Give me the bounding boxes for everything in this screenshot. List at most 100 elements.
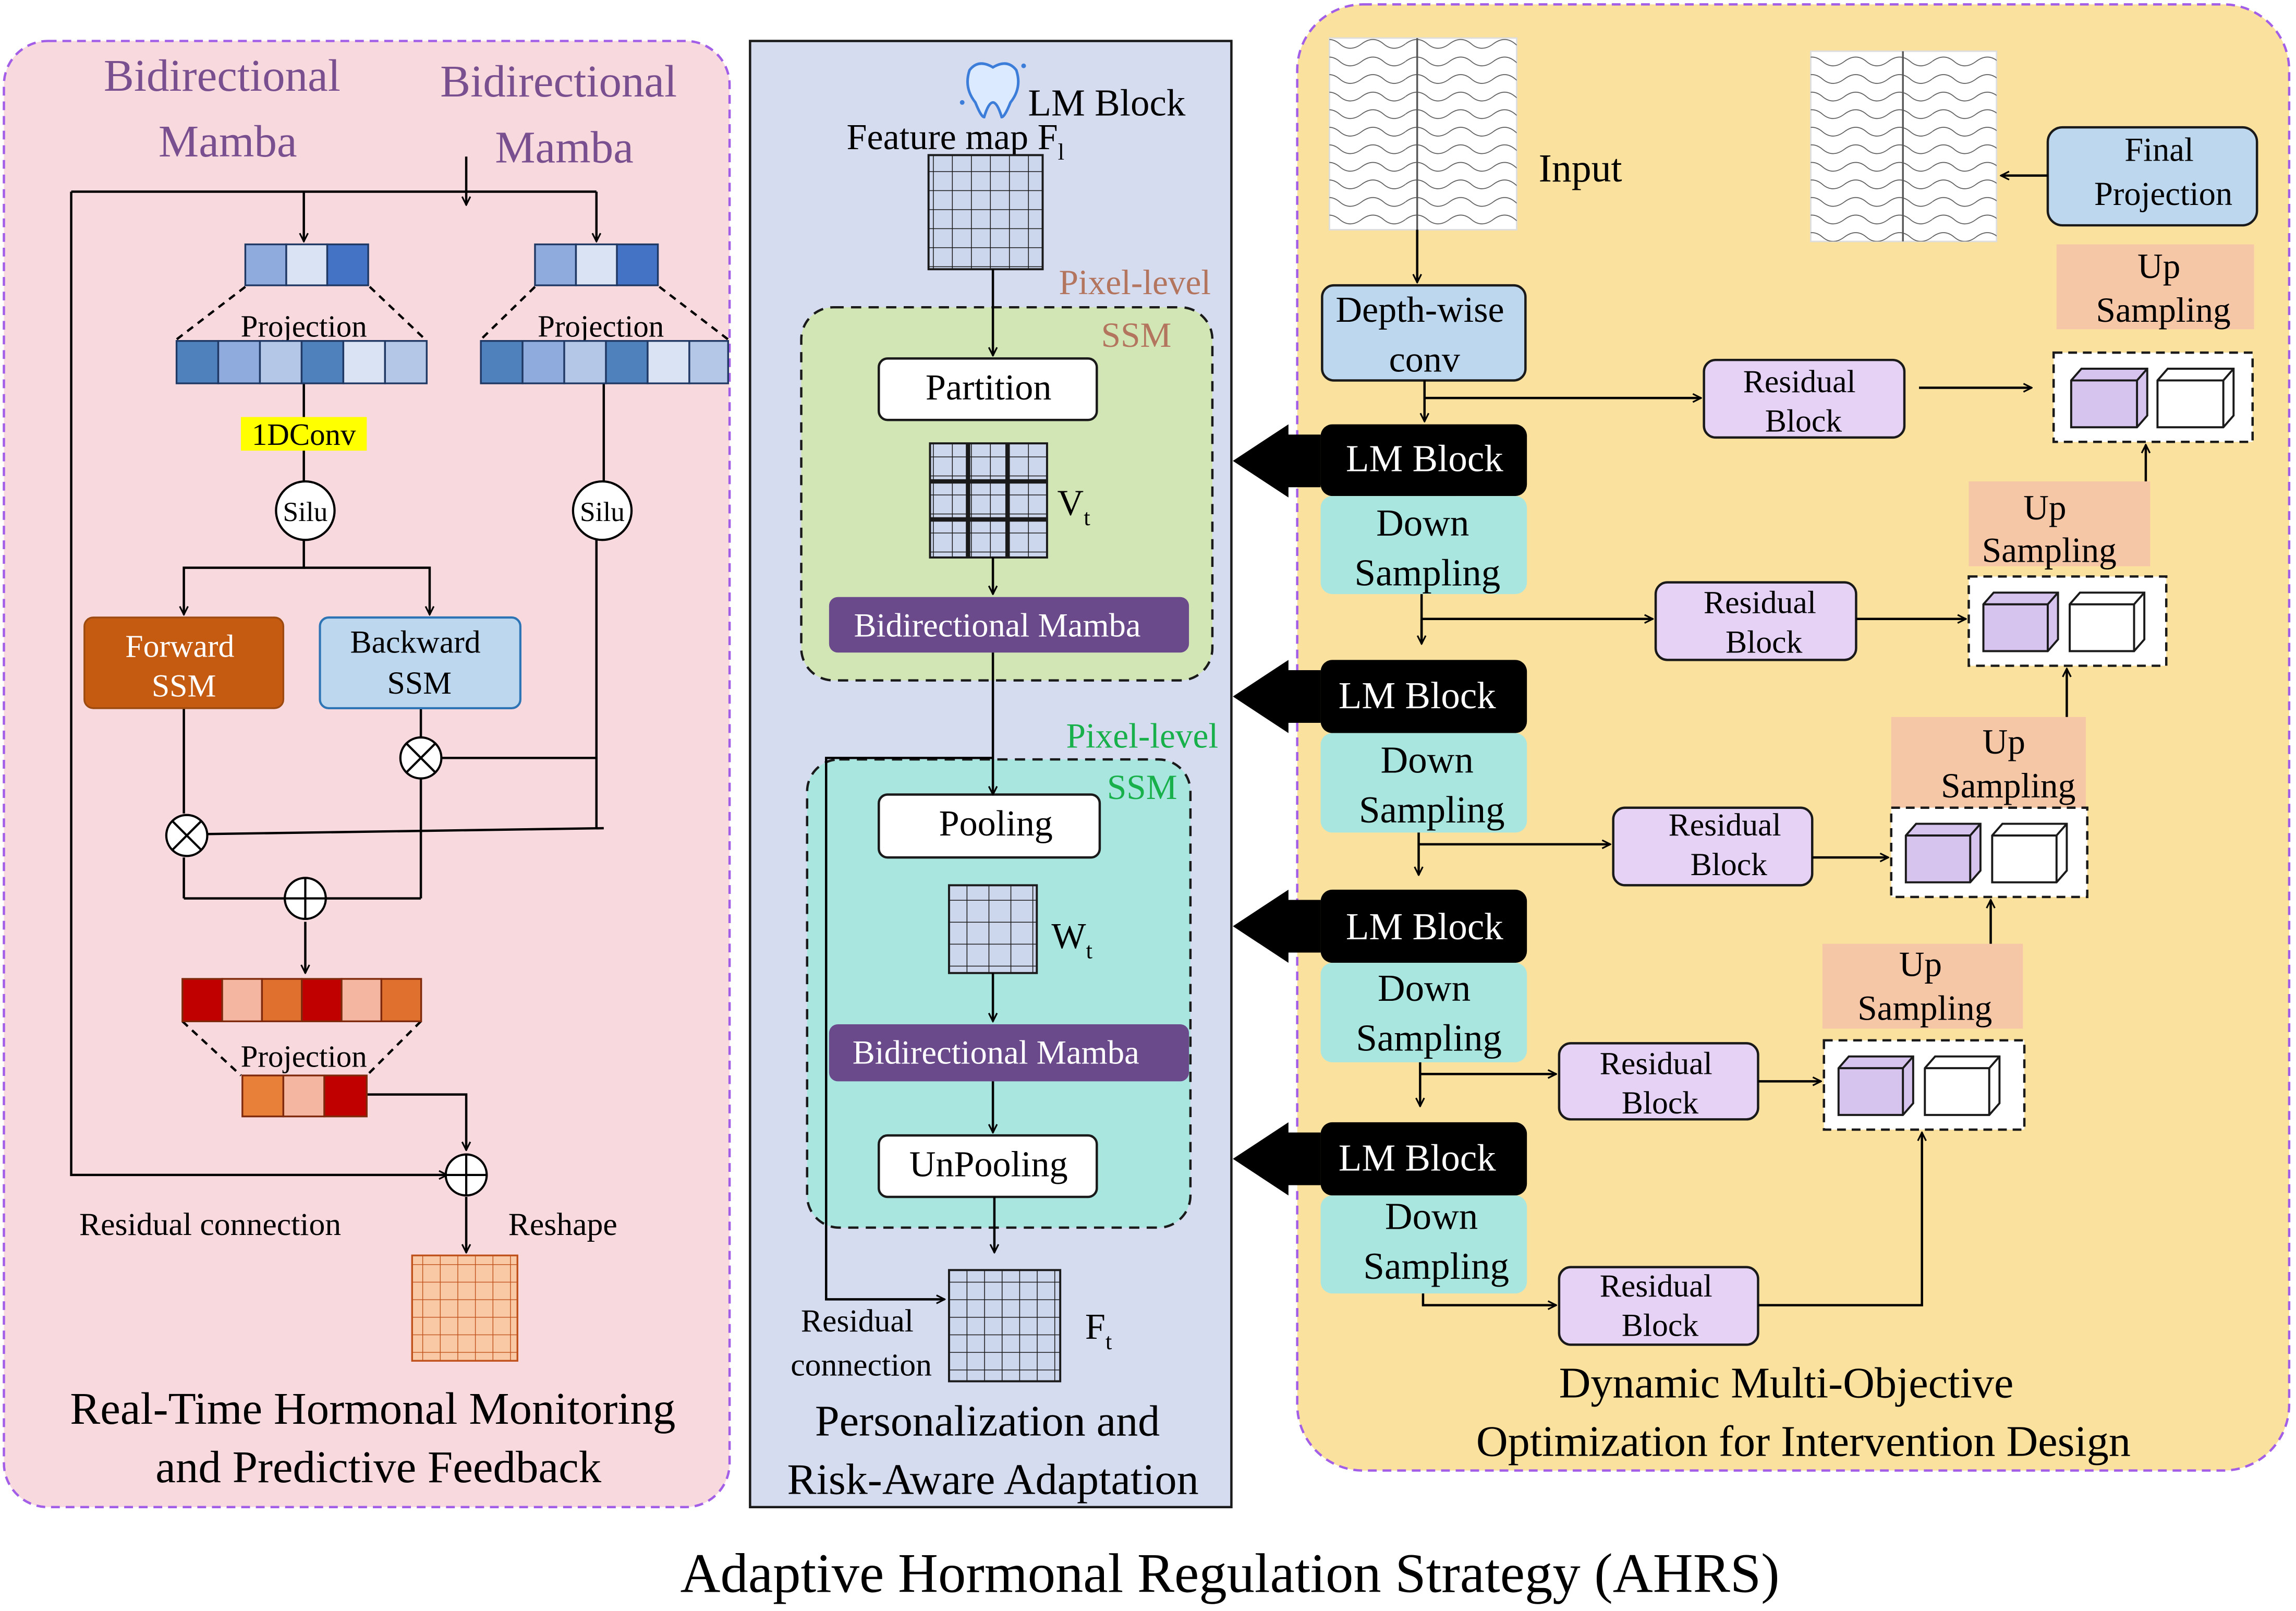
wt-label: Wt [1051, 916, 1092, 964]
silu-label-right: Silu [580, 496, 625, 527]
residual-block-1 [1703, 358, 1906, 439]
pixel-ssm-bottom-label: Pixel-level SSM [1066, 717, 1227, 807]
residual-block-3 [1612, 806, 1814, 887]
residual-block-3-label: Residual Block [1669, 807, 1789, 882]
projected-strip-left [175, 340, 428, 384]
lm-block-2 [1320, 660, 1527, 733]
residual-blocks: Residual Block Residual Block Residual B… [1558, 358, 1906, 1346]
reshape-label: Reshape [508, 1207, 617, 1242]
residual-block-5-label: Residual Block [1600, 1268, 1720, 1343]
feature-map-label: Feature map Fl [847, 117, 1065, 165]
lm-stage-3: LM Block Down Sampling [1320, 889, 1527, 1062]
down-sampling-2 [1320, 733, 1527, 833]
tooth-icon [959, 62, 1026, 118]
up-sampling-blocks: Up Sampling Up Sampling Up Sampling Up S… [1822, 244, 2254, 1029]
silu-node-left [275, 480, 336, 541]
partition-box [878, 357, 1098, 421]
lm-stage-1: LM Block Down Sampling [1320, 424, 1527, 595]
feature-map-grid [927, 154, 1044, 271]
partition-label: Partition [926, 367, 1052, 408]
up-sampling-2-label: Up Sampling [1982, 488, 2117, 570]
forward-ssm-label: Forward SSM [125, 629, 242, 704]
conv-highlight [241, 417, 367, 451]
up-sampling-3-label: Up Sampling [1941, 722, 2075, 805]
lm-block-1-label: LM Block [1346, 437, 1503, 479]
down-sampling-1-label: Down Sampling [1355, 502, 1501, 593]
silu-label-left: Silu [283, 496, 328, 527]
residual-block-2-label: Residual Block [1704, 585, 1824, 660]
up-sampling-1-label: Up Sampling [2096, 247, 2231, 330]
multiply-node-right [399, 736, 443, 780]
silu-node-right [572, 480, 633, 541]
lm-stage-4: LM Block Down Sampling [1320, 1122, 1527, 1294]
lm-stage-2: LM Block Down Sampling [1320, 660, 1527, 833]
ft-label: Ft [1085, 1306, 1112, 1354]
lm-block-4 [1320, 1122, 1527, 1196]
right-panel: Input Final Projection Depth-wise conv L… [1233, 3, 2291, 1472]
mamba-box-top [829, 597, 1189, 653]
concat-box-1 [2052, 351, 2254, 443]
mamba-box-bottom [829, 1024, 1189, 1082]
projection-label-right: Projection [538, 309, 664, 343]
down-sampling-4 [1320, 1195, 1527, 1294]
backward-ssm-label: Backward SSM [350, 624, 489, 701]
residual-block-4-label: Residual Block [1600, 1046, 1720, 1121]
partitioned-grid [929, 442, 1048, 559]
up-sampling-4 [1822, 943, 2023, 1029]
forward-ssm-box [83, 616, 285, 709]
lm-feed-arrows [1233, 424, 1321, 1196]
backward-ssm-box [319, 616, 521, 710]
middle-panel-caption: Personalization and Risk-Aware Adaptatio… [787, 1397, 1198, 1504]
concat-box-4 [1823, 1039, 2026, 1131]
input-strip-right [534, 243, 659, 286]
pixel-ssm-bottom-box [806, 758, 1192, 1229]
down-sampling-2-label: Down Sampling [1359, 738, 1505, 830]
left-connectors [70, 156, 729, 1252]
right-panel-background [1296, 3, 2291, 1472]
middle-residual-label: Residual connection [791, 1303, 932, 1383]
lm-block-title: LM Block [1028, 82, 1185, 124]
middle-connectors [825, 269, 994, 1299]
left-panel-caption: Real-Time Hormonal Monitoring and Predic… [70, 1383, 687, 1492]
input-signal-image [1328, 37, 1517, 231]
lm-block-4-label: LM Block [1339, 1137, 1496, 1179]
up-sampling-4-label: Up Sampling [1857, 944, 1992, 1027]
projection-label-bottom: Projection [241, 1039, 367, 1073]
unpooling-box [878, 1134, 1098, 1198]
residual-connection-label: Residual connection [79, 1207, 341, 1242]
input-strip-left [244, 243, 369, 286]
concat-box-2 [1967, 575, 2168, 667]
down-sampling-4-label: Down Sampling [1363, 1195, 1509, 1287]
up-sampling-2 [1969, 481, 2151, 566]
unpooling-label: UnPooling [909, 1144, 1068, 1185]
add-node-residual [444, 1153, 488, 1197]
down-sampling-3 [1320, 963, 1527, 1062]
mamba-label-top: Bidirectional Mamba [854, 607, 1141, 644]
down-sampling-1 [1320, 496, 1527, 595]
right-panel-caption: Dynamic Multi-Objective Optimization for… [1476, 1359, 2131, 1465]
pixel-ssm-top-label: Pixel-level SSM [1059, 263, 1220, 355]
pooled-grid [947, 884, 1038, 974]
depthwise-conv-label: Depth-wise conv [1335, 289, 1513, 380]
mamba-label-bottom: Bidirectional Mamba [853, 1034, 1139, 1071]
final-projection-label: Final Projection [2094, 131, 2232, 212]
vt-label: Vt [1058, 483, 1091, 531]
up-sampling-1 [2056, 244, 2254, 330]
left-panel-background [3, 40, 731, 1509]
conv-label: 1DConv [252, 418, 356, 452]
projected-strip-right [480, 340, 729, 384]
output-signal-image [1810, 50, 1998, 243]
down-sampling-3-label: Down Sampling [1356, 967, 1502, 1059]
output-strip [181, 978, 422, 1023]
projected-output-strip [241, 1074, 368, 1118]
concat-box-3 [1890, 806, 2088, 899]
lm-block-3 [1320, 889, 1527, 963]
right-connectors [1417, 176, 2146, 1305]
middle-panel: LM Block Feature map Fl Pixel-level SSM … [749, 40, 1233, 1509]
projection-label-left: Projection [241, 309, 367, 343]
pooling-label: Pooling [939, 803, 1053, 844]
mamba-title-right: Bidirectional Mamba [440, 56, 688, 172]
mamba-title-left: Bidirectional Mamba [104, 50, 352, 166]
add-node-middle [284, 877, 327, 920]
